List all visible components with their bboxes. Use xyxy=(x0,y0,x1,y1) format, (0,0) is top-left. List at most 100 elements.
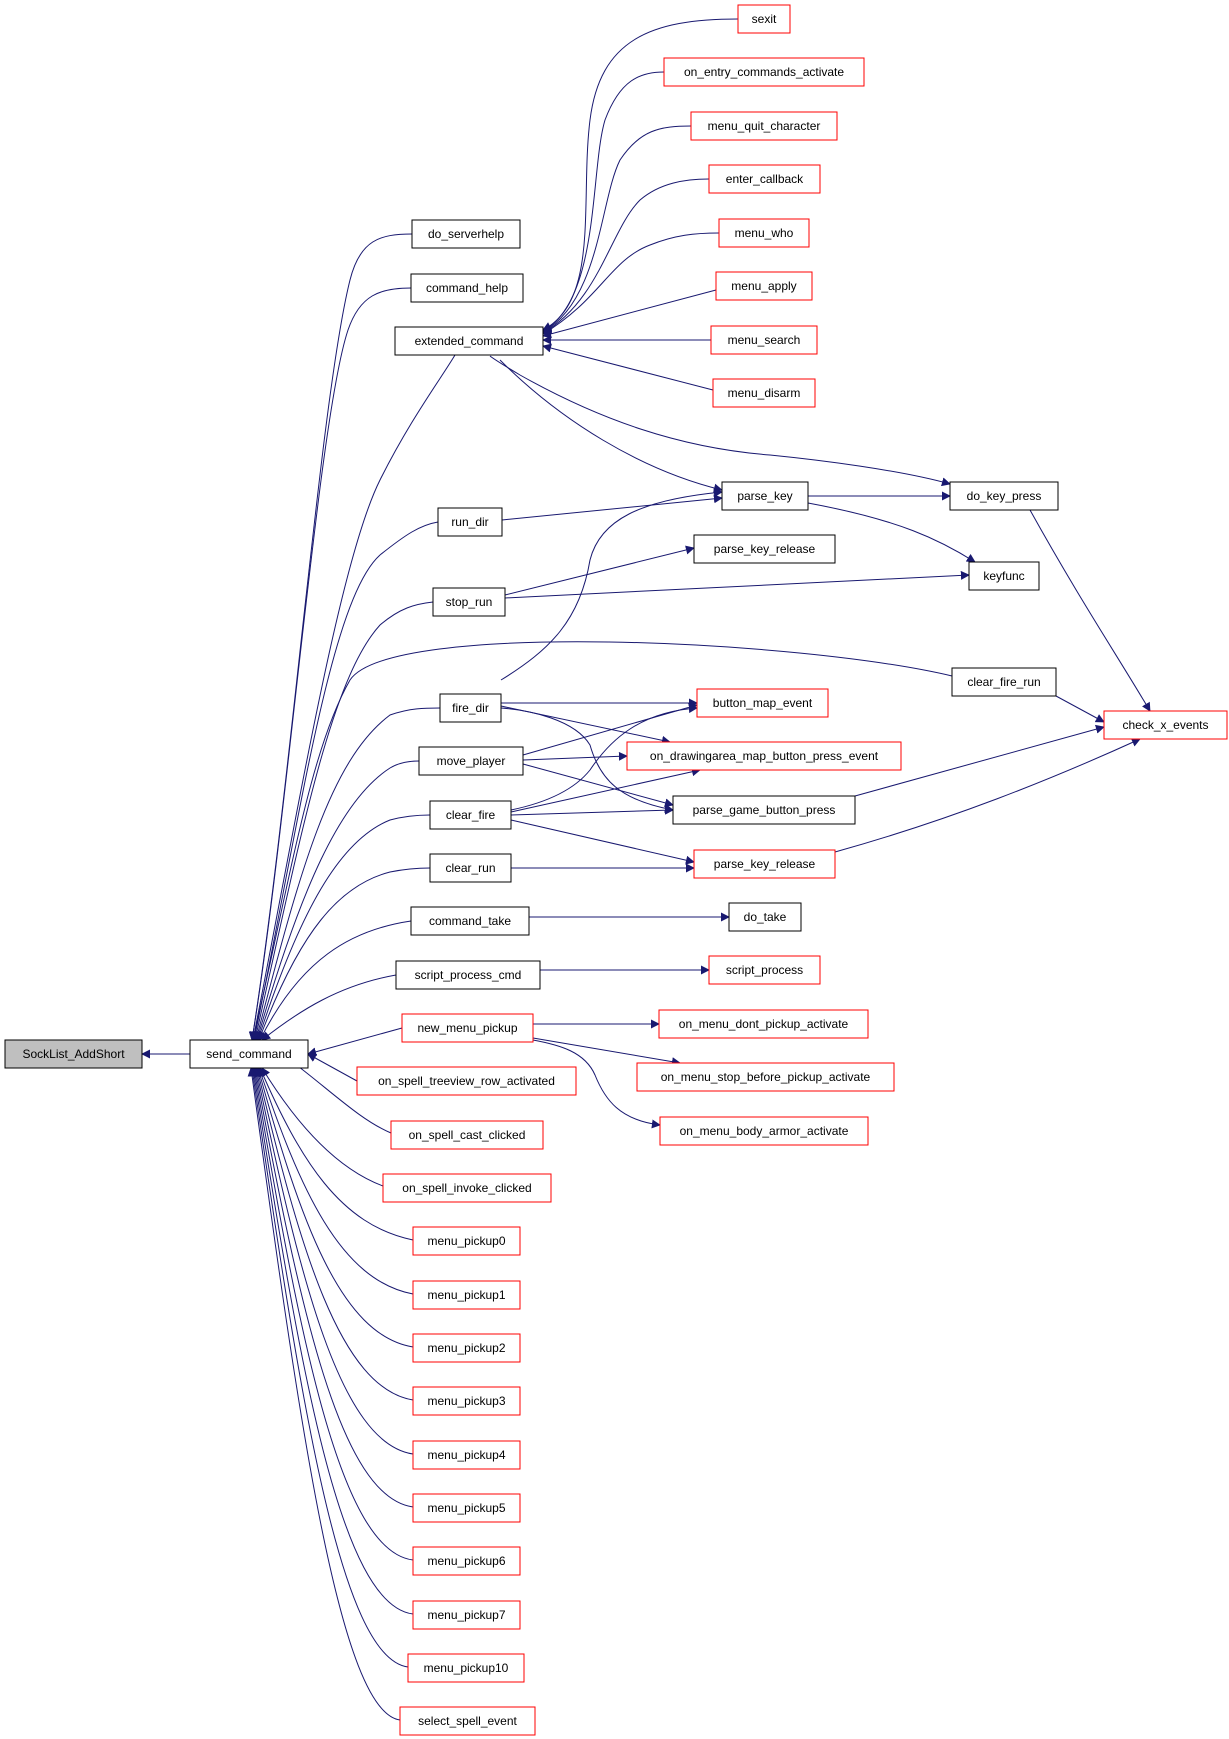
node-on-drawingarea-map-button-press-event[interactable]: on_drawingarea_map_button_press_event xyxy=(626,741,902,771)
edge-new_menu_pickup-to-on_menu_body_armor_activate xyxy=(532,1039,661,1129)
node-box xyxy=(439,693,502,723)
edge-send_command-to-on_spell_treeview_row_activated xyxy=(307,1053,358,1082)
node-on-spell-cast-clicked[interactable]: on_spell_cast_clicked xyxy=(390,1120,544,1150)
node-label: script_process xyxy=(726,963,803,977)
node-menu-pickup0[interactable]: menu_pickup0 xyxy=(412,1226,521,1256)
node-label: menu_quit_character xyxy=(708,119,821,133)
node-box xyxy=(437,507,503,537)
node-box xyxy=(394,326,544,356)
node-label: select_spell_event xyxy=(418,1714,517,1728)
node-box xyxy=(399,1706,536,1736)
node-label: menu_who xyxy=(735,226,794,240)
node-on-entry-commands-activate[interactable]: on_entry_commands_activate xyxy=(663,57,865,87)
node-root[interactable]: SockList_AddShort xyxy=(4,1039,143,1069)
node-script-process-cmd[interactable]: script_process_cmd xyxy=(395,960,541,990)
edge-send_command-to-move_player xyxy=(254,760,420,1041)
node-box xyxy=(189,1039,309,1069)
node-on-menu-stop-before-pickup-activate[interactable]: on_menu_stop_before_pickup_activate xyxy=(636,1062,895,1092)
node-label: do_take xyxy=(744,910,787,924)
edge-extended_command-to-menu_who xyxy=(542,232,720,335)
node-on-menu-body-armor-activate[interactable]: on_menu_body_armor_activate xyxy=(659,1116,869,1146)
node-label: menu_pickup2 xyxy=(427,1341,505,1355)
node-menu-pickup4[interactable]: menu_pickup4 xyxy=(412,1440,521,1470)
node-fire-dir[interactable]: fire_dir xyxy=(439,693,502,723)
node-do-take[interactable]: do_take xyxy=(728,902,802,932)
node-box xyxy=(672,795,856,825)
node-keyfunc[interactable]: keyfunc xyxy=(968,561,1040,591)
node-do-key-press[interactable]: do_key_press xyxy=(949,481,1059,511)
edge-send_command-to-fire_dir xyxy=(253,707,441,1041)
node-box xyxy=(951,667,1057,697)
edge-send_command-to-menu_pickup1 xyxy=(257,1067,414,1295)
node-menu-pickup1[interactable]: menu_pickup1 xyxy=(412,1280,521,1310)
node-menu-pickup7[interactable]: menu_pickup7 xyxy=(412,1600,521,1630)
node-menu-disarm[interactable]: menu_disarm xyxy=(712,378,816,408)
node-menu-pickup6[interactable]: menu_pickup6 xyxy=(412,1546,521,1576)
edge-send_command-to-command_help xyxy=(248,287,412,1041)
node-button-map-event[interactable]: button_map_event xyxy=(696,688,829,718)
node-box xyxy=(412,1226,521,1256)
node-run-dir[interactable]: run_dir xyxy=(437,507,503,537)
node-sexit[interactable]: sexit xyxy=(737,4,791,34)
node-box xyxy=(407,1653,525,1683)
node-script-process[interactable]: script_process xyxy=(708,955,821,985)
node-menu-search[interactable]: menu_search xyxy=(710,325,818,355)
node-menu-pickup10[interactable]: menu_pickup10 xyxy=(407,1653,525,1683)
edge-send_command-to-menu_pickup7 xyxy=(249,1067,414,1615)
node-menu-quit-character[interactable]: menu_quit_character xyxy=(690,111,838,141)
edge-do_key_press-to-check_x_events xyxy=(1029,509,1151,712)
edge-extended_command-to-do_key_press xyxy=(489,355,951,487)
node-menu-pickup2[interactable]: menu_pickup2 xyxy=(412,1333,521,1363)
node-label: on_entry_commands_activate xyxy=(684,65,844,79)
node-box xyxy=(412,1493,521,1523)
node-menu-who[interactable]: menu_who xyxy=(718,218,810,248)
node-label: menu_apply xyxy=(731,279,796,293)
node-box xyxy=(4,1039,143,1069)
node-label: SockList_AddShort xyxy=(22,1047,125,1061)
edge-send_command-to-clear_run xyxy=(257,867,431,1041)
node-label: parse_game_button_press xyxy=(693,803,836,817)
node-on-menu-dont-pickup-activate[interactable]: on_menu_dont_pickup_activate xyxy=(658,1009,869,1039)
node-parse-key-release-a[interactable]: parse_key_release xyxy=(693,534,836,564)
node-box xyxy=(708,164,821,194)
node-menu-pickup5[interactable]: menu_pickup5 xyxy=(412,1493,521,1523)
node-label: on_menu_stop_before_pickup_activate xyxy=(661,1070,871,1084)
edge-extended_command-to-enter_callback xyxy=(542,178,710,334)
node-command-take[interactable]: command_take xyxy=(410,906,530,936)
node-box xyxy=(410,906,530,936)
node-parse-key[interactable]: parse_key xyxy=(721,481,809,511)
node-label: check_x_events xyxy=(1122,718,1208,732)
node-label: clear_fire xyxy=(446,808,496,822)
node-label: new_menu_pickup xyxy=(417,1021,517,1035)
node-parse-key-release-b[interactable]: parse_key_release xyxy=(693,849,836,879)
edge-extended_command-to-menu_disarm xyxy=(542,343,714,391)
edge-send_command-to-stop_run xyxy=(252,601,434,1041)
node-move-player[interactable]: move_player xyxy=(418,746,524,776)
node-label: enter_callback xyxy=(726,172,804,186)
node-enter-callback[interactable]: enter_callback xyxy=(708,164,821,194)
node-box xyxy=(429,853,512,883)
node-box xyxy=(411,219,521,249)
node-clear-run[interactable]: clear_run xyxy=(429,853,512,883)
node-menu-apply[interactable]: menu_apply xyxy=(715,271,813,301)
node-menu-pickup3[interactable]: menu_pickup3 xyxy=(412,1386,521,1416)
node-extended-command[interactable]: extended_command xyxy=(394,326,544,356)
node-on-spell-treeview-row-activated[interactable]: on_spell_treeview_row_activated xyxy=(356,1066,577,1096)
edge-send_command-to-menu_pickup6 xyxy=(250,1067,414,1561)
node-clear-fire-run[interactable]: clear_fire_run xyxy=(951,667,1057,697)
node-check-x-events[interactable]: check_x_events xyxy=(1103,710,1228,740)
edge-send_command-to-menu_pickup0 xyxy=(259,1067,414,1241)
node-new-menu-pickup[interactable]: new_menu_pickup xyxy=(401,1013,534,1043)
node-stop-run[interactable]: stop_run xyxy=(432,587,506,617)
node-parse-game-button-press[interactable]: parse_game_button_press xyxy=(672,795,856,825)
node-send-command[interactable]: send_command xyxy=(189,1039,309,1069)
node-select-spell-event[interactable]: select_spell_event xyxy=(399,1706,536,1736)
edge-parse_key-to-keyfunc xyxy=(807,502,976,563)
node-box xyxy=(663,57,865,87)
node-command-help[interactable]: command_help xyxy=(410,273,524,303)
node-label: parse_key xyxy=(737,489,792,503)
node-do-serverhelp[interactable]: do_serverhelp xyxy=(411,219,521,249)
node-clear-fire[interactable]: clear_fire xyxy=(429,800,512,830)
node-box xyxy=(382,1173,552,1203)
node-on-spell-invoke-clicked[interactable]: on_spell_invoke_clicked xyxy=(382,1173,552,1203)
